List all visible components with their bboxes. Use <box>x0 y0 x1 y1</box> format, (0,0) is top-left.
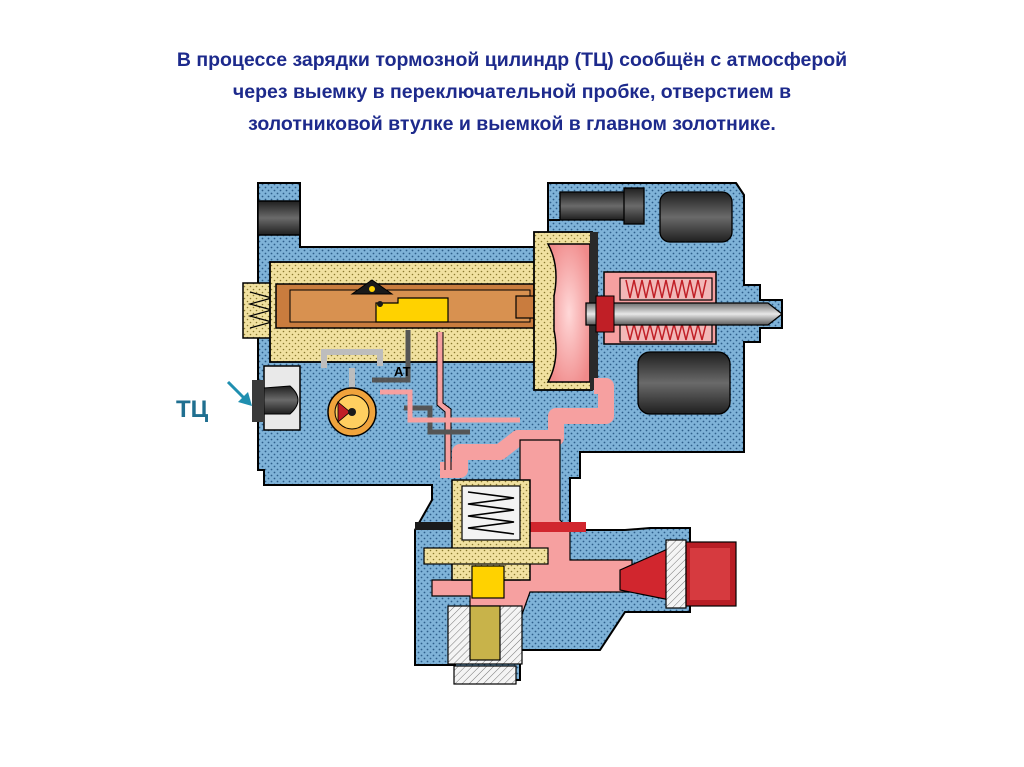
pressure-line-red <box>530 522 586 532</box>
top-bolt-head <box>624 188 644 224</box>
lower-valve-plunger <box>470 606 500 660</box>
right-upper-chamber <box>660 192 732 242</box>
lower-valve-seat <box>424 548 548 564</box>
brake-cylinder-port-plug <box>264 386 298 414</box>
outlet-pipe-inner <box>690 548 730 600</box>
main-piston <box>548 244 590 382</box>
left-wall <box>252 380 264 422</box>
changeover-plug-axis <box>348 408 356 416</box>
lever-pin <box>369 286 375 292</box>
rod-collar <box>596 296 614 332</box>
lower-valve-cap <box>454 666 516 684</box>
top-left-plug <box>258 201 300 235</box>
lower-valve-stem <box>472 566 504 598</box>
outlet-fitting <box>666 540 686 608</box>
right-lower-chamber <box>638 352 730 414</box>
slide-pin <box>377 301 383 307</box>
atmosphere-port-label: АТ <box>394 364 411 379</box>
brake-cylinder-arrow <box>228 382 252 406</box>
piston-rod <box>586 303 782 325</box>
